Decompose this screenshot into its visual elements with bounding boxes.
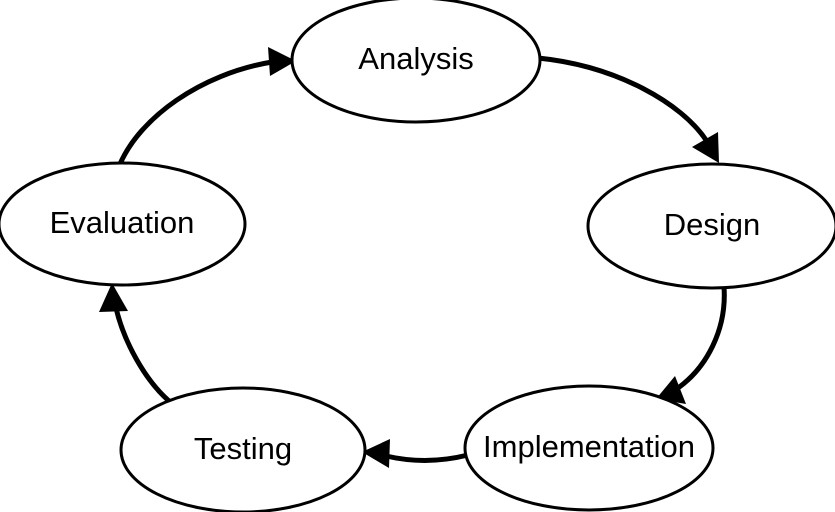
edge-analysis-to-design-line: [537, 55, 709, 142]
node-implementation[interactable]: Implementation: [463, 384, 715, 512]
node-analysis[interactable]: Analysis: [290, 0, 542, 124]
edge-testing-to-evaluation-arrowhead: [99, 283, 128, 312]
node-evaluation[interactable]: Evaluation: [0, 161, 247, 287]
edge-implementation-to-testing-line: [385, 452, 469, 463]
node-testing-shape[interactable]: [119, 386, 367, 512]
edge-testing-to-evaluation-line: [113, 307, 171, 403]
edge-evaluation-to-analysis-line: [117, 59, 273, 165]
edge-implementation-to-testing: [362, 439, 469, 468]
node-design[interactable]: Design: [586, 162, 835, 290]
node-design-shape[interactable]: [586, 162, 835, 290]
edge-implementation-to-testing-arrowhead: [362, 439, 390, 468]
edge-analysis-to-design: [537, 55, 719, 163]
node-implementation-shape[interactable]: [463, 384, 715, 512]
node-testing-label: Testing: [194, 431, 292, 466]
node-analysis-shape[interactable]: [290, 0, 542, 124]
node-design-label: Design: [664, 207, 761, 242]
edge-evaluation-to-analysis: [117, 47, 296, 165]
edge-design-to-implementation: [656, 286, 727, 404]
node-testing[interactable]: Testing: [119, 386, 367, 512]
node-analysis-label: Analysis: [358, 41, 473, 76]
edge-testing-to-evaluation: [99, 283, 171, 403]
node-evaluation-shape[interactable]: [0, 161, 247, 287]
node-evaluation-label: Evaluation: [50, 205, 195, 240]
edge-design-to-implementation-line: [676, 286, 727, 391]
edge-evaluation-to-analysis-arrowhead: [268, 47, 296, 76]
node-implementation-label: Implementation: [483, 429, 695, 464]
edge-analysis-to-design-arrowhead: [692, 132, 719, 163]
